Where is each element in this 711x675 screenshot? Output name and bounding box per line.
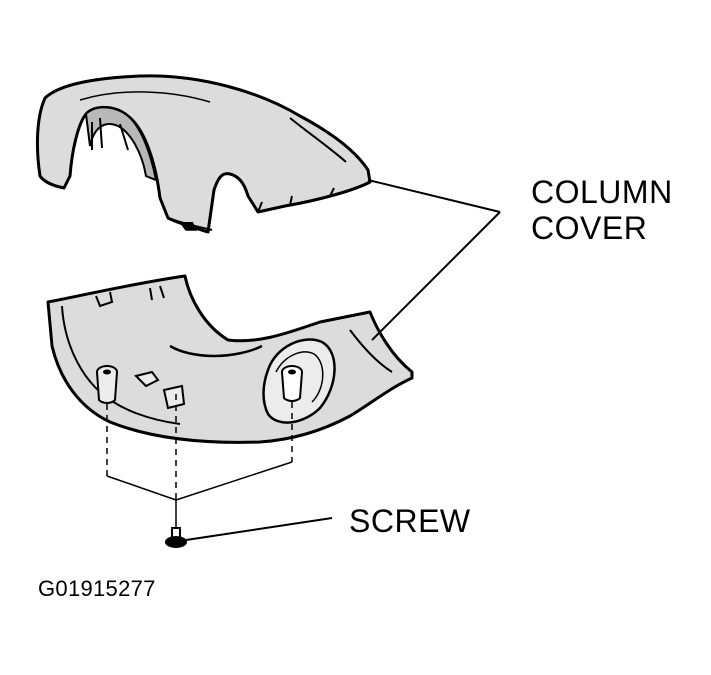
right-screw-pocket xyxy=(262,338,336,424)
assembly-guide-lines xyxy=(106,461,293,528)
assembly-projection-lines xyxy=(106,394,293,500)
lower-column-cover xyxy=(46,274,414,444)
lower-cover-shell xyxy=(46,274,414,444)
upper-cover-bottom-edge xyxy=(167,187,335,231)
left-screw-boss xyxy=(96,365,118,404)
upper-cover-shell xyxy=(35,74,372,234)
upper-cover-highlight xyxy=(79,91,211,103)
upper-cover-tab xyxy=(179,221,198,231)
leader-column-cover-upper xyxy=(367,179,501,213)
upper-column-cover xyxy=(35,74,372,234)
lower-cover-inner-cradle xyxy=(95,285,165,308)
lower-cover-right-crease xyxy=(349,329,393,373)
leader-screw xyxy=(185,517,333,541)
upper-cover-inner-rib xyxy=(91,117,129,151)
center-clip xyxy=(134,370,186,410)
screw xyxy=(165,527,187,548)
column-cover-label-line2: COVER xyxy=(531,210,648,246)
lower-cover-inner-wall xyxy=(169,344,263,358)
column-cover-label-line1: COLUMN xyxy=(531,174,673,210)
screw-label: SCREW xyxy=(349,503,471,539)
leader-column-cover-lower xyxy=(371,211,501,341)
column-cover-label: COLUMN COVER xyxy=(531,174,673,246)
figure-id: G01915277 xyxy=(38,576,156,601)
upper-cover-crease xyxy=(289,117,347,163)
leader-lines xyxy=(185,179,501,541)
upper-cover-inner-arch xyxy=(84,106,158,182)
